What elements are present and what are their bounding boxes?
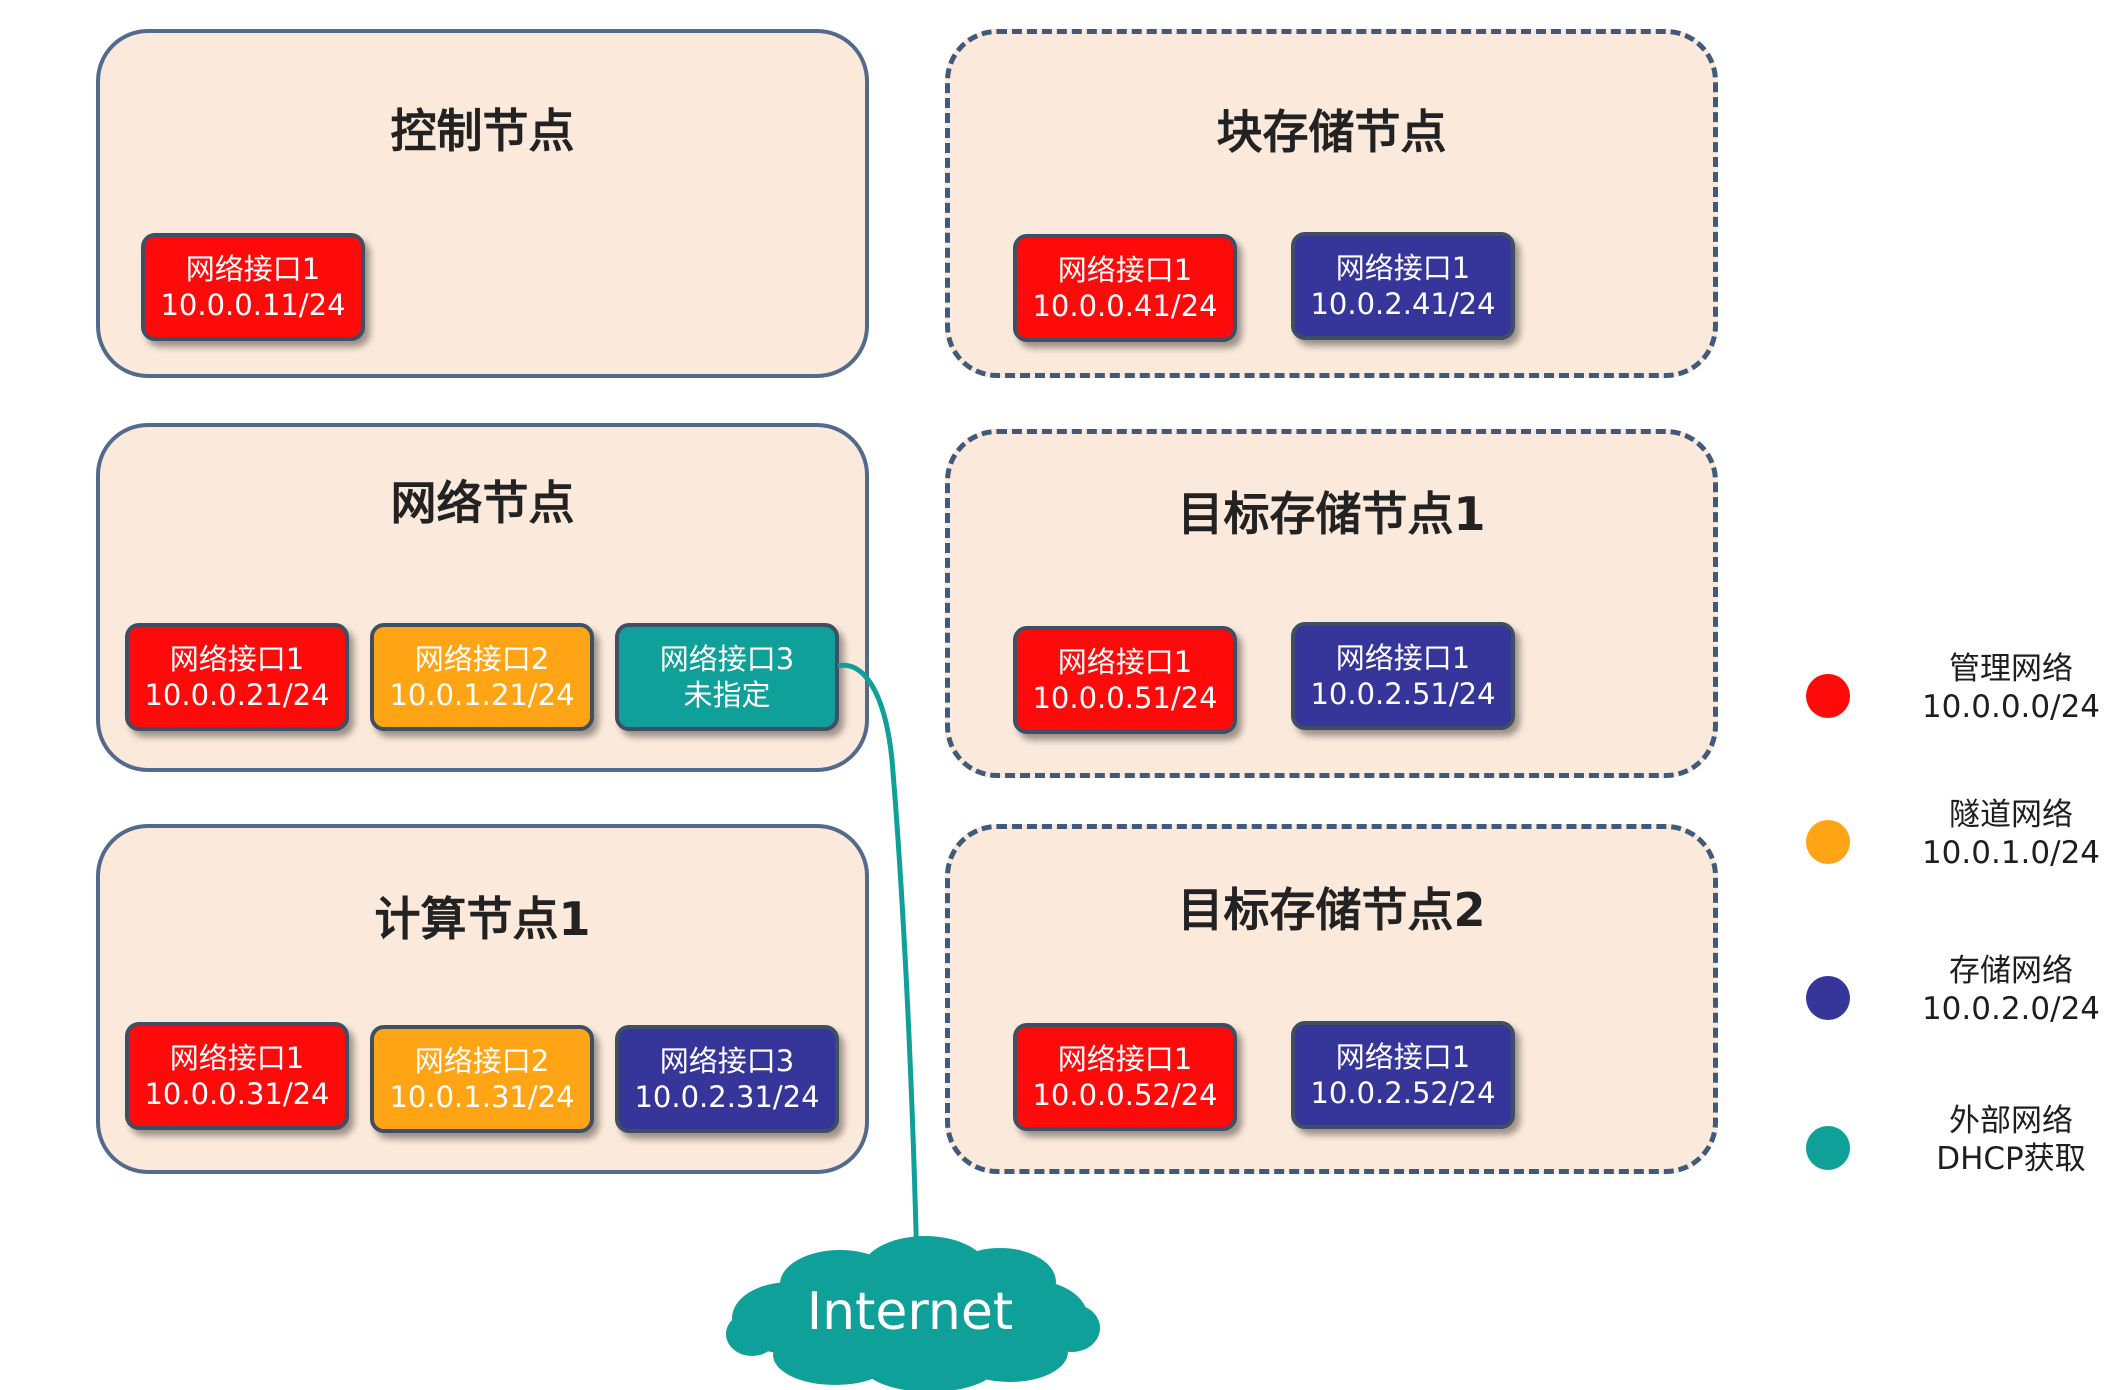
interface-address: 10.0.0.21/24 [144,678,330,712]
object-storage-node-2-title: 目标存储节点2 [1177,883,1486,937]
legend-subnet: DHCP获取 [1936,1141,2086,1177]
legend-label: 存储网络 [1949,953,2073,989]
interface-name: 网络接口1 [1057,253,1193,287]
interface-name: 网络接口1 [185,252,321,286]
block-storage-interface-2: 网络接口1 10.0.2.41/24 [1291,232,1515,340]
legend-subnet: 10.0.1.0/24 [1921,835,2101,871]
control-node: 控制节点 网络接口1 10.0.0.11/24 [96,29,869,378]
interface-name: 网络接口3 [659,1044,795,1078]
network-node-interface-3: 网络接口3 未指定 [615,623,839,731]
network-node-interface-1: 网络接口1 10.0.0.21/24 [125,623,349,731]
legend-label: 隧道网络 [1949,797,2073,833]
legend-text: 存储网络 10.0.2.0/24 [1881,952,2124,1028]
legend-dot-tunnel [1806,820,1850,864]
compute-node-1: 计算节点1 网络接口1 10.0.0.31/24 网络接口2 10.0.1.31… [96,824,869,1174]
object-storage-node-2: 目标存储节点2 网络接口1 10.0.0.52/24 网络接口1 10.0.2.… [945,824,1718,1174]
legend-text: 管理网络 10.0.0.0/24 [1881,650,2124,726]
object-storage-2-interface-2: 网络接口1 10.0.2.52/24 [1291,1021,1515,1129]
block-storage-interface-1: 网络接口1 10.0.0.41/24 [1013,234,1237,342]
network-node-title: 网络节点 [390,476,575,530]
object-storage-1-interface-1: 网络接口1 10.0.0.51/24 [1013,626,1237,734]
interface-name: 网络接口1 [169,642,305,676]
interface-address: 10.0.2.31/24 [634,1080,820,1114]
legend-text: 外部网络 DHCP获取 [1881,1102,2124,1178]
interface-address: 10.0.0.52/24 [1032,1078,1218,1112]
legend-label: 管理网络 [1949,651,2073,687]
legend-item-management: 管理网络 10.0.0.0/24 [1806,650,2124,740]
legend-text: 隧道网络 10.0.1.0/24 [1881,796,2124,872]
legend-item-tunnel: 隧道网络 10.0.1.0/24 [1806,796,2124,886]
legend-item-external: 外部网络 DHCP获取 [1806,1102,2124,1192]
object-storage-node-1: 目标存储节点1 网络接口1 10.0.0.51/24 网络接口1 10.0.2.… [945,429,1718,778]
interface-name: 网络接口2 [414,642,550,676]
interface-name: 网络接口1 [1335,1040,1471,1074]
internet-label: Internet [806,1282,1014,1342]
legend-dot-management [1806,674,1850,718]
interface-address: 10.0.1.21/24 [389,678,575,712]
object-storage-node-1-title: 目标存储节点1 [1177,487,1486,541]
interface-address: 10.0.0.51/24 [1032,681,1218,715]
interface-name: 网络接口1 [1057,1042,1193,1076]
interface-name: 网络接口1 [1335,641,1471,675]
legend-item-storage: 存储网络 10.0.2.0/24 [1806,952,2124,1042]
interface-name: 网络接口3 [659,642,795,676]
compute-node-1-title: 计算节点1 [374,892,591,946]
legend-subnet: 10.0.2.0/24 [1921,991,2101,1027]
interface-name: 网络接口1 [1335,251,1471,285]
interface-address: 10.0.2.51/24 [1310,677,1496,711]
interface-name: 网络接口1 [169,1041,305,1075]
legend-dot-storage [1806,976,1850,1020]
interface-address: 10.0.2.52/24 [1310,1076,1496,1110]
interface-address: 10.0.0.41/24 [1032,289,1218,323]
compute-node-1-interface-2: 网络接口2 10.0.1.31/24 [370,1025,594,1133]
object-storage-2-interface-1: 网络接口1 10.0.0.52/24 [1013,1023,1237,1131]
network-node: 网络节点 网络接口1 10.0.0.21/24 网络接口2 10.0.1.21/… [96,423,869,772]
interface-address: 10.0.0.11/24 [160,288,346,322]
object-storage-1-interface-2: 网络接口1 10.0.2.51/24 [1291,622,1515,730]
interface-address: 10.0.0.31/24 [144,1077,330,1111]
compute-node-1-interface-3: 网络接口3 10.0.2.31/24 [615,1025,839,1133]
legend-subnet: 10.0.0.0/24 [1921,689,2101,725]
control-node-title: 控制节点 [390,104,575,158]
control-node-interface-1: 网络接口1 10.0.0.11/24 [141,233,365,341]
legend-dot-external [1806,1126,1850,1170]
block-storage-node-title: 块存储节点 [1216,105,1447,159]
legend-label: 外部网络 [1949,1103,2073,1139]
interface-name: 网络接口1 [1057,645,1193,679]
block-storage-node: 块存储节点 网络接口1 10.0.0.41/24 网络接口1 10.0.2.41… [945,29,1718,378]
interface-address: 未指定 [683,678,771,712]
compute-node-1-interface-1: 网络接口1 10.0.0.31/24 [125,1022,349,1130]
interface-name: 网络接口2 [414,1044,550,1078]
interface-address: 10.0.1.31/24 [389,1080,575,1114]
network-node-interface-2: 网络接口2 10.0.1.21/24 [370,623,594,731]
interface-address: 10.0.2.41/24 [1310,287,1496,321]
